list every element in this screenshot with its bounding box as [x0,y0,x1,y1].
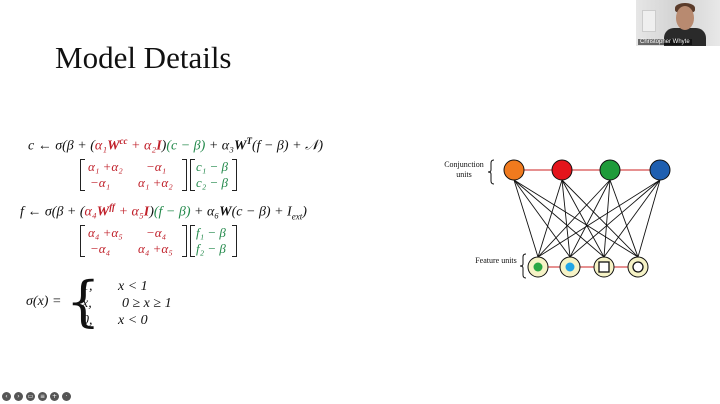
wall-frame [642,10,656,32]
edge-2-1 [569,179,611,258]
conjunction-unit [503,159,525,181]
c-matrix: α₁ +α₂ −α₁ −α₁ α₁ +α₂ c₁ − β c₂ − β [80,158,250,192]
edge-1-3 [561,179,639,258]
playback-controls: ‹ › ▭ ≡ + · [2,392,71,401]
sigma-row-1-value: 1, [82,279,93,294]
square-icon [598,261,610,273]
menu-icon[interactable]: ≡ [38,392,47,401]
edge-0-0 [513,179,539,258]
feature-units-label: Feature units [475,256,517,265]
edge-0-2 [513,179,605,258]
circle-icon [632,261,644,273]
feature-bracket [519,253,527,279]
f-matrix: α₄ +α₅ −α₄ −α₄ α₄ +α₅ f₁ − β f₂ − β [80,224,250,258]
speaker-name: Christopher Whyte [638,39,692,45]
network-edges [513,179,661,258]
back-icon[interactable]: ‹ [2,392,11,401]
sigma-row-3-value: 0, [82,313,93,328]
f-equation: f ← σ(β + (α₄Wff + α₅I)(f − β) + α₆W(c −… [20,202,307,222]
edge-0-3 [513,179,639,258]
sigma-row-3-condition: x < 0 [118,313,148,328]
speaker-video[interactable]: Christopher Whyte [636,0,720,46]
speaker-head [676,6,694,30]
edge-3-1 [569,179,661,258]
sigma-row-2-condition: 0 ≥ x ≥ 1 [122,296,172,311]
conjunction-unit [599,159,621,181]
blue-dot-icon [565,262,575,272]
network-nodes [503,159,671,278]
zoom-icon[interactable]: + [50,392,59,401]
sigma-lhs: σ(x) = [26,294,62,309]
edge-3-2 [603,179,661,258]
edge-3-0 [537,179,661,258]
captions-icon[interactable]: ▭ [26,392,35,401]
conjunction-unit [649,159,671,181]
c-equation: c ← σ(β + (α₁Wcc + α₂I)(c − β) + α₃WT(f … [28,136,324,154]
conjunction-unit [551,159,573,181]
edge-2-0 [537,179,611,258]
forward-icon[interactable]: › [14,392,23,401]
slide-title: Model Details [55,40,232,75]
edge-1-2 [561,179,605,258]
piecewise-brace: { [66,270,101,333]
more-icon[interactable]: · [62,392,71,401]
edge-2-3 [609,179,639,258]
sigma-row-2-value: x, [82,296,92,311]
sigma-row-1-condition: x < 1 [118,279,148,294]
edge-1-1 [561,179,571,258]
edge-1-0 [537,179,563,258]
network-diagram [487,159,671,279]
green-dot-icon [533,262,543,272]
conjunction-units-label: Conjunction units [444,160,484,179]
lateral-links [524,169,650,268]
edge-2-2 [603,179,611,258]
edge-3-3 [637,179,661,258]
conjunction-bracket [487,159,495,185]
edge-0-1 [513,179,571,258]
